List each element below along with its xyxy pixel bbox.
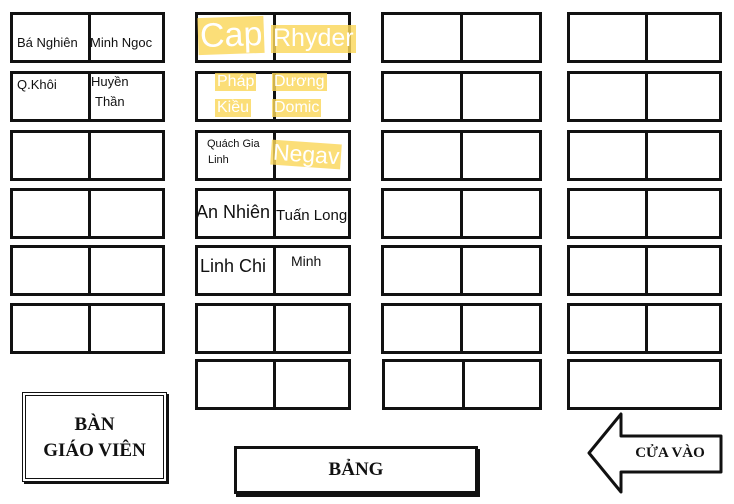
teacher-desk: BÀN GIÁO VIÊN [22,392,167,482]
desk-divider [460,191,463,236]
desk-c4-r2 [567,71,722,122]
seat-name-c1r2-right-line2: Thần [95,94,125,109]
desk-c1-r5 [10,245,165,296]
desk-c3-r7 [382,359,542,410]
desk-c3-r6 [381,303,542,354]
seat-name-c2r2-left-line2: Kiều [215,99,252,117]
desk-divider [273,248,276,293]
seat-name-c1r2-right-line1: Huyền [91,74,129,89]
door-arrow-icon [587,412,723,494]
desk-c3-r4 [381,188,542,239]
teacher-desk-label-line2: GIÁO VIÊN [43,440,146,461]
seat-name-c2r5-right: Minh [291,253,322,269]
desk-c3-r5 [381,245,542,296]
door-label: CỬA VÀO [635,444,705,461]
desk-c1-r3 [10,130,165,181]
desk-c4-r5 [567,245,722,296]
seat-name-c2r3-right: Negav [270,139,343,170]
seat-name-c1r2-left: Q.Khôi [17,77,57,92]
seat-name-c2r3-left-line1: Quách Gia [207,138,260,150]
desk-c2-r4 [195,188,351,239]
desk-divider [88,306,91,351]
desk-divider [273,74,276,119]
seat-name-c2r1-right: Rhyder [271,24,356,53]
desk-c1-r2 [10,71,165,122]
seat-name-c2r5-left: Linh Chi [200,256,267,276]
board: BẢNG [234,446,478,494]
seat-name-c2r1-left: Cap [197,15,266,56]
desk-divider [273,191,276,236]
seat-name-c1r1-left: Bá Nghiên [17,35,78,50]
desk-c3-r3 [381,130,542,181]
desk-divider [460,74,463,119]
desk-divider [645,248,648,293]
desk-divider [645,74,648,119]
desk-c4-r4 [567,188,722,239]
desk-c4-r1 [567,12,722,63]
desk-divider [88,74,91,119]
desk-divider [462,362,465,407]
seat-name-c2r4-right: Tuấn Long. [276,207,352,224]
desk-c2-r7 [195,359,351,410]
desk-c1-r1 [10,12,165,63]
seat-name-c2r3-left-line2: Linh [208,154,229,166]
desk-c4-r6 [567,303,722,354]
desk-divider [460,248,463,293]
desk-divider [88,248,91,293]
seat-name-c2r2-right-line2: Domic [272,99,322,117]
desk-c2-r5 [195,245,351,296]
desk-divider [645,133,648,178]
desk-divider [645,191,648,236]
teacher-desk-label-line1: BÀN [74,414,115,435]
seat-name-c2r2-left-line1: Pháp [215,73,257,91]
desk-divider [273,362,276,407]
desk-c3-r2 [381,71,542,122]
desk-divider [88,15,91,60]
desk-divider [88,133,91,178]
board-label: BẢNG [328,459,384,480]
desk-divider [460,15,463,60]
desk-c1-r4 [10,188,165,239]
seat-name-c1r1-right: Minh Ngoc [90,35,153,50]
desk-c1-r6 [10,303,165,354]
seat-name-c2r2-right-line1: Dương [272,73,327,91]
desk-c4-r7 [567,359,722,410]
desk-divider [273,306,276,351]
desk-divider [460,133,463,178]
seat-name-c2r4-left: An Nhiên [196,202,271,222]
desk-divider [645,306,648,351]
desk-c3-r1 [381,12,542,63]
desk-c2-r6 [195,303,351,354]
desk-divider [88,191,91,236]
desk-c4-r3 [567,130,722,181]
desk-divider [645,15,648,60]
desk-divider [460,306,463,351]
